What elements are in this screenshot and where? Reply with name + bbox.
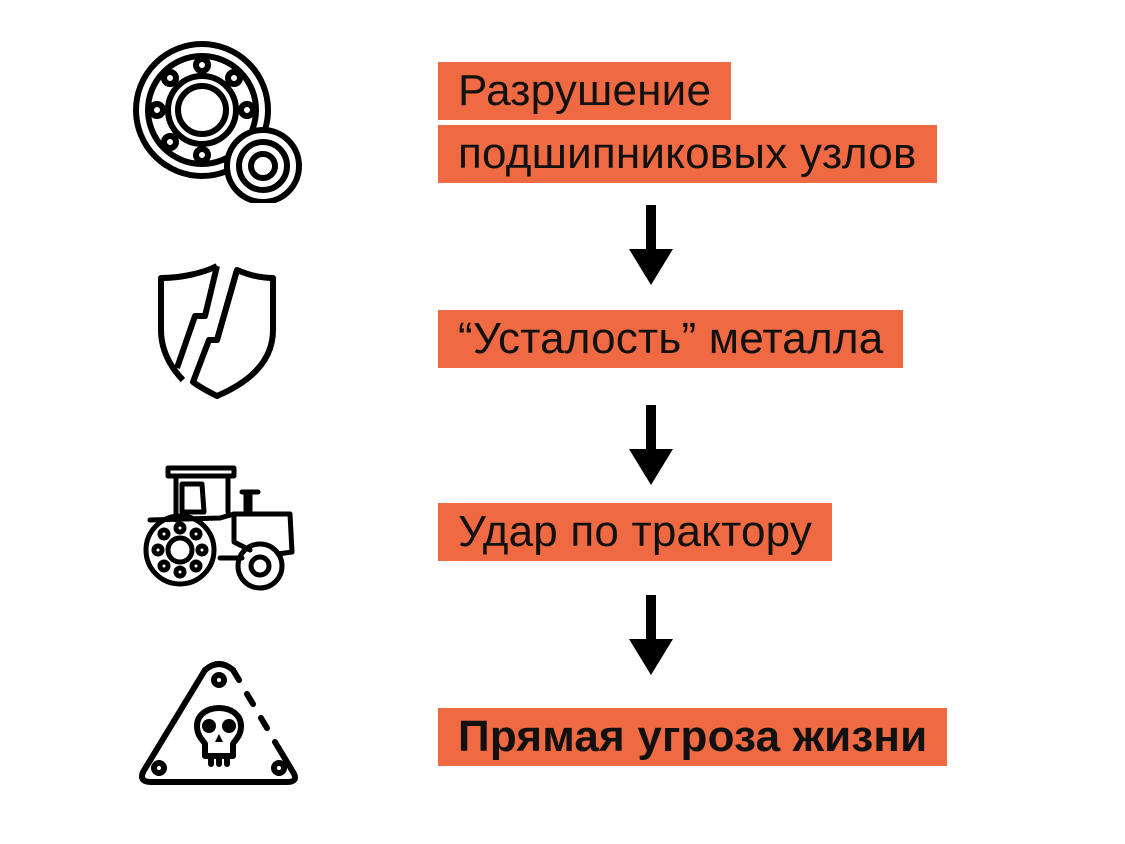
arrow-down-icon xyxy=(626,405,676,487)
step-1-label-line-2: подшипниковых узлов xyxy=(438,125,937,183)
bearing-icon xyxy=(130,38,305,203)
step-2-label-line-1: “Усталость” металла xyxy=(438,310,904,368)
step-4-label-line-1: Прямая угроза жизни xyxy=(438,708,948,766)
skull-warning-icon xyxy=(135,660,305,788)
arrow-down-icon xyxy=(626,595,676,677)
step-3-label-line-1: Удар по трактору xyxy=(438,503,833,561)
arrow-down-icon xyxy=(626,205,676,287)
cracked-shield-icon xyxy=(155,260,280,400)
tractor-icon xyxy=(142,462,302,592)
step-1-label-line-1: Разрушение xyxy=(438,62,732,120)
